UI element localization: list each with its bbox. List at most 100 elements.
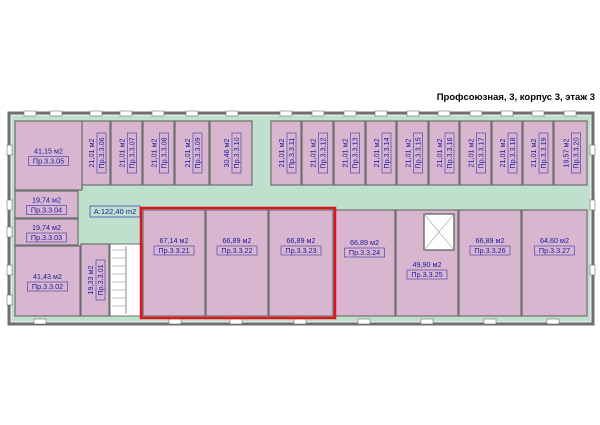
room-pr-3-3-06 [81,120,111,186]
room-fill [142,120,175,186]
room-id-box [159,132,169,174]
room-id: Пр.3.3.07 [128,137,137,168]
room-id-box [571,132,581,174]
corridor-area-label: A:122,40 m2 [94,207,137,216]
room-id: Пр.3.3.26 [474,246,505,255]
room-id: Пр.3.3.01 [96,264,105,295]
room-fill [14,190,79,219]
window-mark [500,110,514,117]
room-area: 21,01 м2 [435,139,444,168]
room-fill [459,120,492,186]
room-pr-3-3-10 [209,120,253,186]
room-id-box [192,132,203,174]
room-fill [270,120,302,186]
room-pr-3-3-16 [428,120,460,186]
room-id: Пр.3.3.19 [539,137,548,168]
room-id: Пр.3.3.09 [193,137,202,168]
room-pr-3-3-07 [110,120,143,186]
room-id: Пр.3.3.24 [349,248,380,257]
room-fill [14,245,81,317]
window-mark [293,318,307,325]
room-id-box [216,245,258,256]
room-id-box [286,132,297,174]
room-id-box [413,132,423,174]
room-id-box [28,156,69,166]
room-area: 30,46 м2 [222,139,231,168]
room-area: 41,15 м2 [34,147,63,156]
room-id: Пр.3.3.22 [221,246,252,255]
room-id-box [538,132,549,174]
room-pr-3-3-26 [458,209,522,317]
window-mark [563,110,577,117]
window-mark [151,110,165,117]
room-area: 19,74 м2 [32,196,61,205]
window-mark [119,110,133,117]
room-area: 21,01 м2 [529,139,538,168]
room-fill [301,120,334,186]
window-mark [185,110,199,117]
room-area: 21,01 м2 [277,139,286,168]
room-fill [268,209,334,317]
room-area: 21,01 м2 [467,139,476,168]
room-fill [553,120,588,186]
room-id-box [95,259,106,301]
room-fill [333,120,366,186]
room-id-box [96,132,107,174]
room-area: 66,89 м2 [223,236,252,245]
window-mark [89,110,103,117]
room-area: 21,01 м2 [404,139,413,168]
room-pr-3-3-15 [396,120,429,186]
window-mark [279,110,293,117]
room-id: Пр.3.3.08 [160,137,169,168]
room-fill [458,209,522,317]
room-pr-3-3-12 [301,120,334,186]
room-area: 19,74 м2 [32,223,61,232]
window-mark [6,144,13,156]
room-pr-3-3-17 [459,120,492,186]
room-pr-3-3-18 [491,120,523,186]
room-id: Пр.3.3.17 [477,137,486,168]
room-id: Пр.3.3.13 [351,137,360,168]
room-area: 19,57 м2 [562,139,571,168]
room-id-box [350,132,360,174]
plan-title: Профсоюзная, 3, корпус 3, этаж 3 [436,92,595,103]
window-mark [420,318,434,325]
room-area: 19,33 м2 [86,266,95,295]
room-fill [365,120,397,186]
room-pr-3-3-04 [14,190,79,219]
room-area: 66,89 м2 [287,236,316,245]
room-pr-3-3-22 [205,209,269,317]
window-mark [311,110,325,117]
window-mark [589,199,596,211]
room-pr-3-3-11 [270,120,302,186]
light-well-cross [423,213,455,251]
room-id: Пр.3.3.25 [411,270,442,279]
details-layer [6,110,596,325]
room-id: Пр.3.3.15 [414,137,423,168]
window-mark [406,110,420,117]
room-area: 49,90 м2 [413,260,442,269]
room-id: Пр.3.3.14 [382,137,391,168]
room-fill [333,209,396,317]
room-id-box [127,132,137,174]
room-id: Пр.3.3.12 [319,137,328,168]
